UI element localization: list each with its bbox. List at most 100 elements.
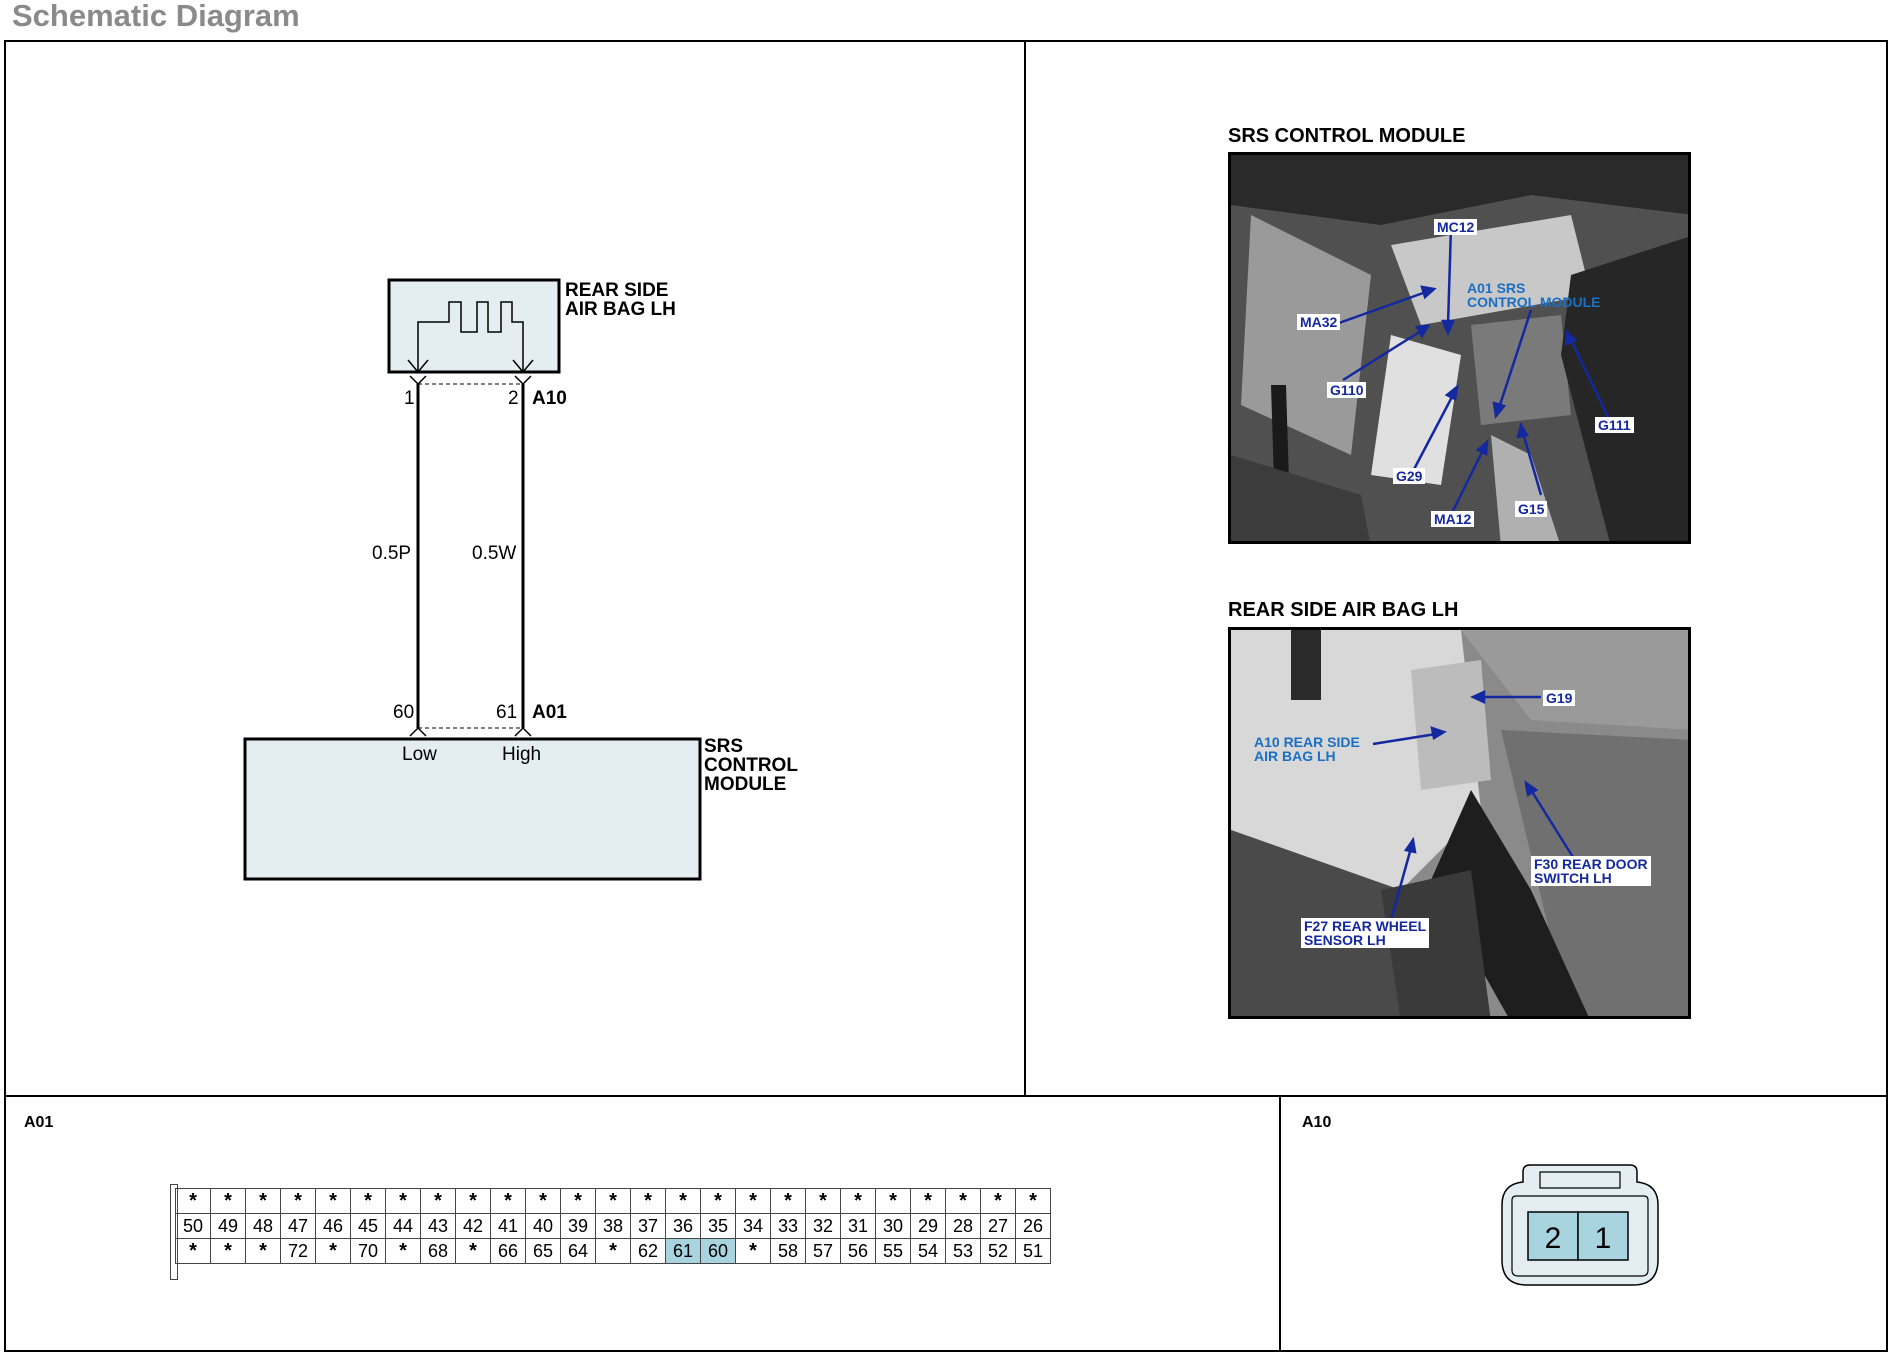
top-connector-label: A10	[532, 388, 567, 409]
bottom-component-label: SRS CONTROL MODULE	[704, 736, 798, 795]
a01-pin-cell: *	[490, 1188, 526, 1214]
a01-pin-row: *************************	[175, 1188, 1051, 1214]
a01-pin-cell: 49	[210, 1213, 246, 1239]
a01-pin-cell: *	[350, 1188, 386, 1214]
callout-g15: G15	[1515, 501, 1548, 517]
photo2-title: REAR SIDE AIR BAG LH	[1228, 599, 1459, 621]
a01-pin-cell: *	[525, 1188, 561, 1214]
a01-pin-cell: *	[630, 1188, 666, 1214]
callout-f27: F27 REAR WHEEL SENSOR LH	[1301, 918, 1430, 948]
a01-pin-cell: *	[805, 1188, 841, 1214]
a01-pin-cell: 34	[735, 1213, 771, 1239]
a01-pin-cell: 72	[280, 1238, 316, 1264]
callout-ma32: MA32	[1297, 314, 1341, 330]
a01-pin-cell: 70	[350, 1238, 386, 1264]
bottom-pin-60: 60	[393, 702, 415, 723]
a01-pin-cell: 43	[420, 1213, 456, 1239]
a01-pin-cell: *	[735, 1238, 771, 1264]
airbag-component-box	[387, 278, 561, 374]
connector-a01-label: A01	[24, 1114, 54, 1131]
page-title: Schematic Diagram	[12, 0, 300, 33]
a10-pin-2	[1527, 1211, 1579, 1261]
a01-pin-cell: 68	[420, 1238, 456, 1264]
a01-pin-cell: 37	[630, 1213, 666, 1239]
bottom-divider	[1279, 1095, 1281, 1352]
callout-g110: G110	[1327, 382, 1367, 398]
signal-low: Low	[402, 744, 437, 765]
a10-pin-2-label: 2	[1544, 1222, 1562, 1255]
a01-pin-cell: *	[455, 1238, 491, 1264]
a01-pin-cell: 47	[280, 1213, 316, 1239]
callout-g19: G19	[1543, 690, 1576, 706]
a01-pin-cell: *	[560, 1188, 596, 1214]
bottom-pin-61: 61	[496, 702, 518, 723]
callout-a01-srs: A01 SRS CONTROL MODULE	[1467, 280, 1601, 310]
a01-pin-cell: 39	[560, 1213, 596, 1239]
a01-pin-cell: 56	[840, 1238, 876, 1264]
horizontal-divider	[4, 1095, 1888, 1097]
a01-pin-cell: 57	[805, 1238, 841, 1264]
photo1-leaders	[1338, 226, 1613, 516]
a01-pin-cell: 62	[630, 1238, 666, 1264]
photo-srs-control-module: MC12 MA32 A01 SRS CONTROL MODULE G110 G1…	[1228, 152, 1691, 544]
a01-pin-cell: 58	[770, 1238, 806, 1264]
callout-ma12: MA12	[1431, 511, 1475, 527]
a01-pin-cell: *	[980, 1188, 1016, 1214]
a01-pin-cell: *	[245, 1238, 281, 1264]
a01-pin-cell: *	[175, 1238, 211, 1264]
a01-pin-cell: 31	[840, 1213, 876, 1239]
a10-pin-1	[1577, 1211, 1629, 1261]
bottom-connector-label: A01	[532, 702, 567, 723]
callout-a10-rear-side: A10 REAR SIDE AIR BAG LH	[1254, 734, 1360, 764]
vertical-divider	[1024, 40, 1026, 1097]
a01-pin-cell: *	[945, 1188, 981, 1214]
a01-pin-cell: 28	[945, 1213, 981, 1239]
a01-pin-cell: 46	[315, 1213, 351, 1239]
a01-pin-cell: 50	[175, 1213, 211, 1239]
a01-pin-cell: 61	[665, 1238, 701, 1264]
signal-high: High	[502, 744, 542, 765]
callout-f30: F30 REAR DOOR SWITCH LH	[1531, 856, 1651, 886]
a01-pin-cell: 53	[945, 1238, 981, 1264]
a01-pin-cell: 29	[910, 1213, 946, 1239]
a01-pin-cell: 52	[980, 1238, 1016, 1264]
a01-pin-cell: *	[735, 1188, 771, 1214]
a01-pin-cell: *	[175, 1188, 211, 1214]
a01-pin-cell: 35	[700, 1213, 736, 1239]
a01-pin-cell: 41	[490, 1213, 526, 1239]
a01-pin-cell: *	[700, 1188, 736, 1214]
a01-pin-cell: *	[210, 1238, 246, 1264]
photo2-scene	[1231, 630, 1688, 1016]
photo-rear-side-air-bag: G19 A10 REAR SIDE AIR BAG LH F30 REAR DO…	[1228, 627, 1691, 1019]
a01-pin-cell: 48	[245, 1213, 281, 1239]
srs-module-box	[243, 737, 702, 881]
wire-label-pink: 0.5P	[372, 543, 412, 564]
a01-pin-cell: 66	[490, 1238, 526, 1264]
a01-pin-cell: *	[665, 1188, 701, 1214]
top-pin-2: 2	[508, 388, 519, 409]
a01-pin-cell: *	[315, 1238, 351, 1264]
main-frame	[4, 40, 1888, 1352]
a01-pin-cell: *	[385, 1238, 421, 1264]
a01-pin-cell: *	[1015, 1188, 1051, 1214]
airbag-squib-symbol	[417, 301, 524, 372]
a01-pin-cell: *	[210, 1188, 246, 1214]
connector-a10-housing	[1501, 1164, 1659, 1286]
connector-a10-label: A10	[1302, 1114, 1332, 1131]
a01-pin-cell: 65	[525, 1238, 561, 1264]
a01-pin-cell: 51	[1015, 1238, 1051, 1264]
a01-pin-cell: *	[770, 1188, 806, 1214]
a01-pin-cell: 44	[385, 1213, 421, 1239]
a01-pin-cell: 42	[455, 1213, 491, 1239]
a01-pin-cell: *	[455, 1188, 491, 1214]
a01-pin-cell: *	[245, 1188, 281, 1214]
a01-pin-cell: 60	[700, 1238, 736, 1264]
photo1-title: SRS CONTROL MODULE	[1228, 125, 1466, 147]
a01-pin-cell: *	[595, 1188, 631, 1214]
a01-pin-cell: 33	[770, 1213, 806, 1239]
a01-pin-cell: *	[385, 1188, 421, 1214]
a01-pin-cell: *	[595, 1238, 631, 1264]
a01-pin-cell: 40	[525, 1213, 561, 1239]
